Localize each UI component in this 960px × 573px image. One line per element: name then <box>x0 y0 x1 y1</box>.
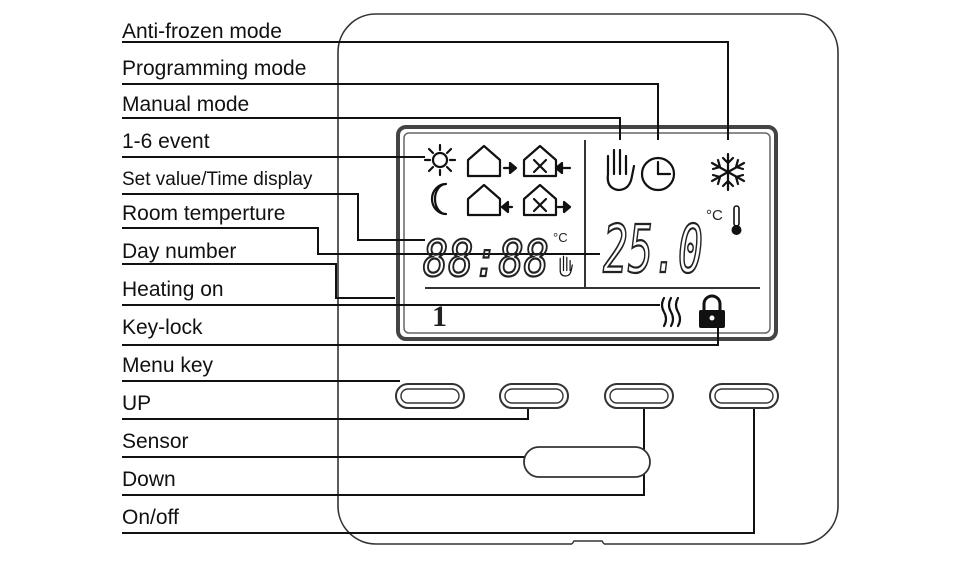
moon-icon <box>430 182 448 216</box>
label-manual: Manual mode <box>122 93 249 116</box>
leader-manual <box>122 117 621 140</box>
day-number-display: 1 <box>432 300 447 333</box>
heating-waves-icon <box>660 296 682 328</box>
clock-icon <box>640 156 676 192</box>
lcd-screen <box>396 125 778 341</box>
leader-day-number <box>122 263 395 299</box>
label-event: 1-6 event <box>122 130 210 153</box>
temp-unit: °C <box>706 207 723 224</box>
down-button[interactable] <box>604 383 674 409</box>
label-menu-key: Menu key <box>122 354 214 377</box>
time-display: 88:88 <box>423 230 549 288</box>
time-unit: °C <box>553 230 568 245</box>
on-off-button[interactable] <box>709 383 779 409</box>
up-button[interactable] <box>499 383 569 409</box>
label-day-number: Day number <box>122 240 236 263</box>
leader-key-lock <box>122 327 719 346</box>
sun-icon <box>423 143 457 177</box>
home-arrive-icon <box>466 144 518 178</box>
leader-lines <box>122 41 755 534</box>
leader-room-temp <box>122 227 600 255</box>
leader-anti-frozen <box>122 41 729 140</box>
label-room-temp: Room temperture <box>122 202 285 225</box>
home-leave-icon <box>466 183 514 217</box>
label-down: Down <box>122 468 176 491</box>
leader-down <box>122 405 645 496</box>
leader-on-off <box>122 405 755 534</box>
leader-programming <box>122 83 659 140</box>
room-temperature-display: 25.0 <box>603 211 703 288</box>
label-programming: Programming mode <box>122 57 306 80</box>
label-key-lock: Key-lock <box>122 316 203 339</box>
away-arrive-icon <box>522 144 572 178</box>
hand-small-icon <box>559 255 573 277</box>
padlock-icon <box>699 294 725 328</box>
leader-set-value <box>122 193 425 241</box>
label-anti-frozen: Anti-frozen mode <box>122 20 282 43</box>
leader-up <box>122 405 529 420</box>
label-on-off: On/off <box>122 506 179 529</box>
thermometer-icon <box>731 205 742 235</box>
label-heating-on: Heating on <box>122 278 224 301</box>
sensor-window <box>523 446 651 478</box>
label-sensor: Sensor <box>122 430 189 453</box>
hand-icon <box>606 148 636 192</box>
menu-key-button[interactable] <box>395 383 465 409</box>
bottom-notch <box>571 540 605 545</box>
label-set-value: Set value/Time display <box>122 169 313 190</box>
away-leave-icon <box>522 183 572 217</box>
label-up: UP <box>122 392 151 415</box>
snowflake-icon <box>710 152 746 192</box>
